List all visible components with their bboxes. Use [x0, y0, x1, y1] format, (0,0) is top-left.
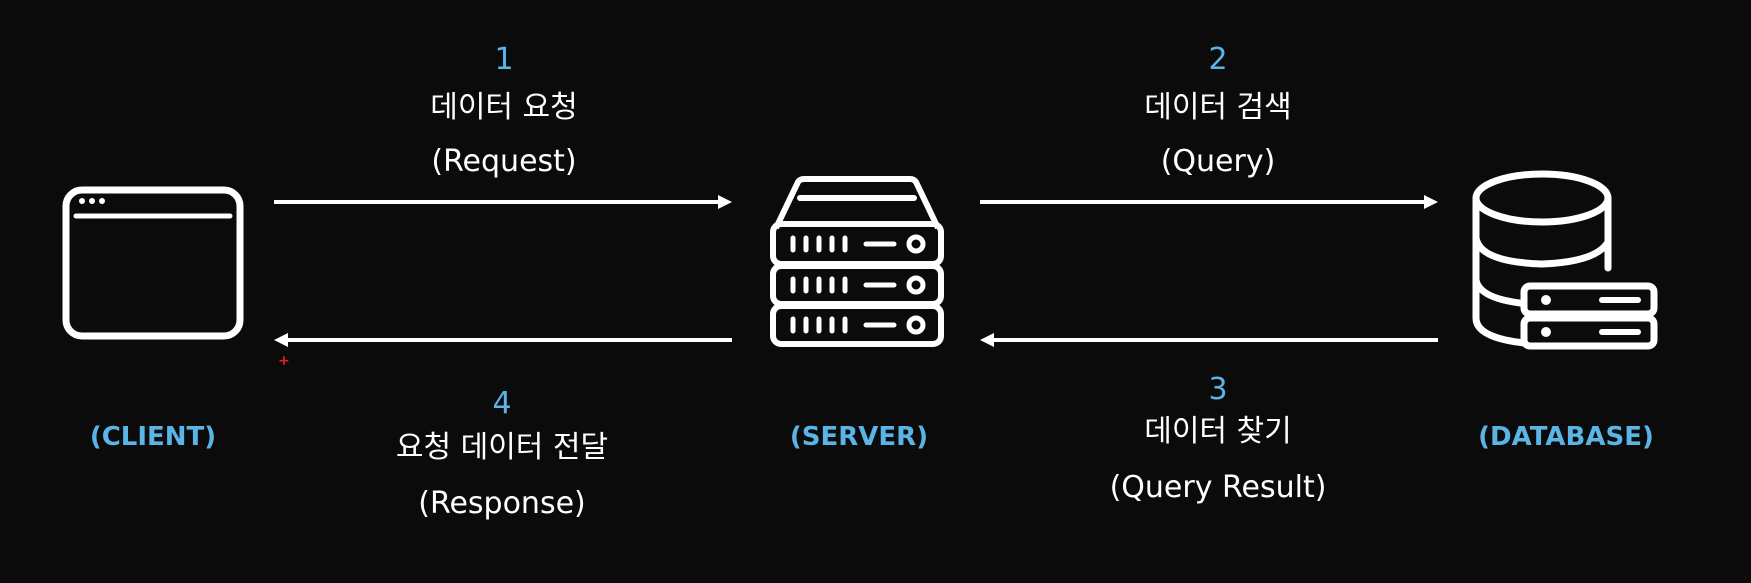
arrow-client-to-server [274, 195, 732, 209]
step-3-subtitle: (Query Result) [1109, 470, 1327, 505]
client-label: (CLIENT) [89, 422, 217, 452]
database-icon [1472, 170, 1658, 350]
arrow-server-to-database [980, 195, 1438, 209]
server-rack-icon [770, 176, 944, 347]
step-1-title: 데이터 요청 [430, 90, 578, 125]
browser-window-icon [62, 186, 244, 340]
step-3-number: 3 [1208, 372, 1228, 407]
step-2-number: 2 [1208, 42, 1228, 77]
step-4-subtitle: (Response) [418, 486, 586, 521]
cursor-crosshair-icon: + [278, 353, 290, 369]
step-3-title: 데이터 찾기 [1144, 414, 1292, 449]
server-label: (SERVER) [789, 422, 929, 452]
step-4-title: 요청 데이터 전달 [395, 430, 609, 465]
step-1-subtitle: (Request) [431, 144, 577, 179]
step-1-number: 1 [494, 42, 514, 77]
step-4-number: 4 [492, 386, 512, 421]
database-label: (DATABASE) [1478, 422, 1654, 452]
arrow-server-to-client [274, 333, 732, 347]
arrow-database-to-server [980, 333, 1438, 347]
step-2-title: 데이터 검색 [1144, 90, 1292, 125]
step-2-subtitle: (Query) [1160, 144, 1276, 179]
